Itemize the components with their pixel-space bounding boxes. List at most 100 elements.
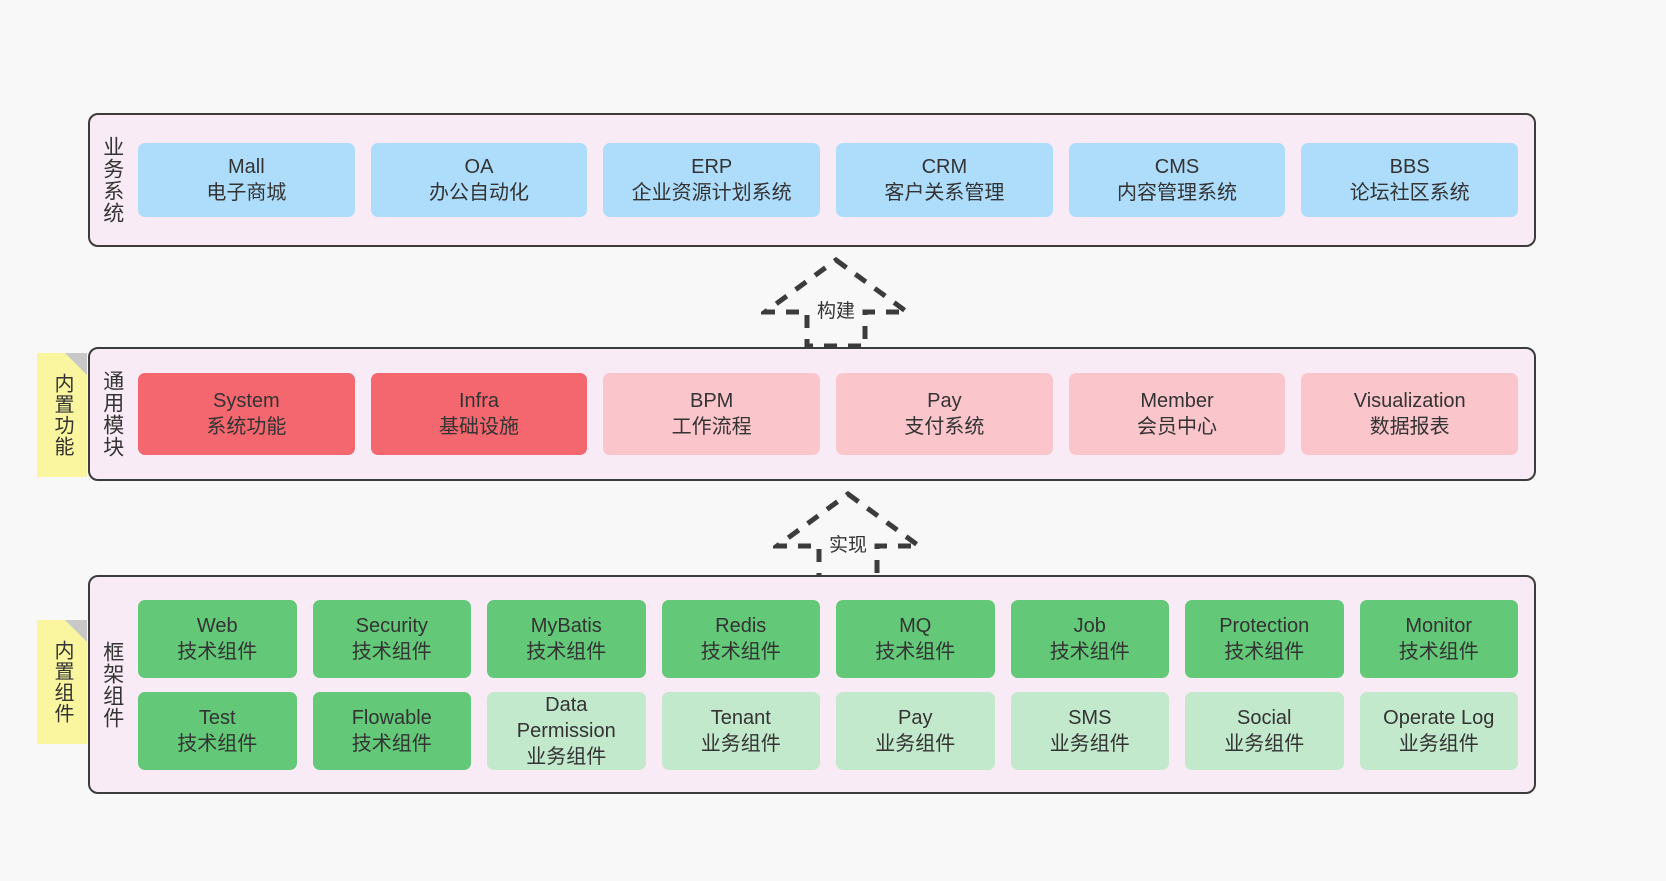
card-subtitle: 技术组件 bbox=[526, 640, 607, 663]
card-title: Pay bbox=[927, 390, 962, 412]
card-subtitle: 工作流程 bbox=[671, 416, 752, 438]
card-title: Flowable bbox=[351, 706, 432, 729]
card-row: Mall 电子商城 OA 办公自动化 ERP 企业资源计划系统 CRM 客户关系… bbox=[138, 143, 1519, 217]
card-subtitle: 技术组件 bbox=[1398, 640, 1479, 663]
card-subtitle: 客户关系管理 bbox=[884, 182, 1005, 204]
card-subtitle: 业务组件 bbox=[875, 732, 956, 755]
card-row: Web 技术组件 Security 技术组件 MyBatis 技术组件 Redi… bbox=[138, 599, 1518, 678]
card-job[interactable]: Job 技术组件 bbox=[1010, 599, 1169, 678]
card-operate-log[interactable]: Operate Log 业务组件 bbox=[1359, 691, 1518, 770]
card-cms[interactable]: CMS 内容管理系统 bbox=[1068, 143, 1286, 217]
arrow-build: 构建 bbox=[761, 256, 911, 348]
card-oa[interactable]: OA 办公自动化 bbox=[370, 143, 588, 217]
card-title: OA bbox=[464, 156, 494, 178]
card-title: Infra bbox=[458, 390, 500, 412]
layer-body-common-modules: System 系统功能 Infra 基础设施 BPM 工作流程 Pay 支付系统… bbox=[134, 349, 1534, 479]
card-bbs[interactable]: BBS 论坛社区系统 bbox=[1301, 143, 1519, 217]
card-title: CMS bbox=[1154, 156, 1200, 178]
card-title: Test bbox=[198, 706, 236, 729]
card-pay-business[interactable]: Pay 业务组件 bbox=[836, 691, 995, 770]
card-subtitle: 企业资源计划系统 bbox=[631, 182, 792, 204]
card-title: BBS bbox=[1389, 156, 1430, 178]
card-subtitle: 论坛社区系统 bbox=[1349, 182, 1470, 204]
card-title: System bbox=[212, 390, 280, 412]
card-title: Monitor bbox=[1405, 614, 1473, 637]
card-crm[interactable]: CRM 客户关系管理 bbox=[836, 143, 1053, 217]
card-title: Protection bbox=[1219, 614, 1310, 637]
card-title: Redis bbox=[715, 614, 767, 637]
layer-common-modules: 通用模块 System 系统功能 Infra 基础设施 BPM 工作流程 Pay… bbox=[88, 347, 1536, 481]
layer-label-business-systems: 业务系统 bbox=[100, 136, 124, 224]
card-mq[interactable]: MQ 技术组件 bbox=[836, 599, 995, 678]
card-mall[interactable]: Mall 电子商城 bbox=[138, 143, 355, 217]
arrow-implement: 实现 bbox=[773, 490, 923, 582]
card-title: ERP bbox=[691, 156, 733, 178]
card-social[interactable]: Social 业务组件 bbox=[1185, 691, 1344, 770]
layer-label-framework-components: 框架组件 bbox=[100, 640, 124, 729]
card-title: Job bbox=[1073, 614, 1106, 637]
note-label: 内置功能 bbox=[51, 373, 73, 457]
card-subtitle: 系统功能 bbox=[206, 416, 287, 438]
card-web[interactable]: Web 技术组件 bbox=[138, 599, 297, 678]
card-title: Mall bbox=[228, 156, 265, 178]
card-title: Pay bbox=[898, 706, 933, 729]
card-subtitle: 办公自动化 bbox=[429, 182, 529, 204]
layer-framework-components: 框架组件 Web 技术组件 Security 技术组件 MyBatis 技术组件… bbox=[88, 575, 1536, 794]
card-title: MyBatis bbox=[530, 614, 602, 637]
card-system[interactable]: System 系统功能 bbox=[138, 373, 355, 455]
card-subtitle: 会员中心 bbox=[1137, 416, 1218, 438]
card-redis[interactable]: Redis 技术组件 bbox=[661, 599, 820, 678]
card-title: MQ bbox=[899, 614, 932, 637]
card-mybatis[interactable]: MyBatis 技术组件 bbox=[487, 599, 646, 678]
card-protection[interactable]: Protection 技术组件 bbox=[1185, 599, 1344, 678]
card-security[interactable]: Security 技术组件 bbox=[312, 599, 471, 678]
note-builtin-functions: 内置功能 bbox=[37, 353, 87, 477]
card-subtitle: 技术组件 bbox=[177, 640, 258, 663]
card-title: Security bbox=[355, 614, 428, 637]
card-title: SMS bbox=[1068, 706, 1112, 729]
card-title: Data Permission bbox=[516, 693, 616, 742]
card-subtitle: 技术组件 bbox=[1049, 640, 1130, 663]
layer-business-systems: 业务系统 Mall 电子商城 OA 办公自动化 ERP 企业资源计划系统 CRM… bbox=[88, 113, 1536, 247]
card-subtitle: 业务组件 bbox=[700, 732, 781, 755]
card-row: Test 技术组件 Flowable 技术组件 Data Permission … bbox=[138, 691, 1518, 770]
card-visualization[interactable]: Visualization 数据报表 bbox=[1301, 373, 1519, 455]
card-subtitle: 支付系统 bbox=[904, 416, 985, 438]
card-title: Member bbox=[1140, 390, 1214, 412]
card-pay[interactable]: Pay 支付系统 bbox=[836, 373, 1053, 455]
card-subtitle: 技术组件 bbox=[1224, 640, 1305, 663]
card-title: Tenant bbox=[710, 706, 771, 729]
card-subtitle: 技术组件 bbox=[875, 640, 956, 663]
card-subtitle: 业务组件 bbox=[1224, 732, 1305, 755]
card-erp[interactable]: ERP 企业资源计划系统 bbox=[603, 143, 821, 217]
layer-label-common-modules: 通用模块 bbox=[100, 370, 124, 458]
card-flowable[interactable]: Flowable 技术组件 bbox=[312, 691, 471, 770]
note-builtin-components: 内置组件 bbox=[37, 620, 87, 744]
card-bpm[interactable]: BPM 工作流程 bbox=[603, 373, 821, 455]
card-subtitle: 业务组件 bbox=[1049, 732, 1130, 755]
card-tenant[interactable]: Tenant 业务组件 bbox=[661, 691, 820, 770]
card-subtitle: 业务组件 bbox=[526, 745, 607, 768]
card-sms[interactable]: SMS 业务组件 bbox=[1010, 691, 1169, 770]
card-title: Social bbox=[1237, 706, 1292, 729]
layer-body-business-systems: Mall 电子商城 OA 办公自动化 ERP 企业资源计划系统 CRM 客户关系… bbox=[134, 115, 1534, 245]
layer-body-framework-components: Web 技术组件 Security 技术组件 MyBatis 技术组件 Redi… bbox=[134, 577, 1534, 792]
card-title: Web bbox=[196, 614, 238, 637]
card-data-permission[interactable]: Data Permission 业务组件 bbox=[487, 691, 646, 770]
card-title: Operate Log bbox=[1383, 706, 1495, 729]
card-member[interactable]: Member 会员中心 bbox=[1068, 373, 1286, 455]
card-subtitle: 基础设施 bbox=[439, 416, 519, 438]
card-infra[interactable]: Infra 基础设施 bbox=[370, 373, 588, 455]
card-subtitle: 技术组件 bbox=[177, 732, 258, 755]
card-subtitle: 技术组件 bbox=[351, 732, 432, 755]
card-title: Visualization bbox=[1353, 390, 1466, 412]
card-subtitle: 数据报表 bbox=[1369, 416, 1450, 438]
card-subtitle: 技术组件 bbox=[351, 640, 432, 663]
card-subtitle: 电子商城 bbox=[206, 182, 287, 204]
card-monitor[interactable]: Monitor 技术组件 bbox=[1359, 599, 1518, 678]
card-title: BPM bbox=[690, 390, 734, 412]
card-test[interactable]: Test 技术组件 bbox=[138, 691, 297, 770]
note-label: 内置组件 bbox=[51, 640, 73, 724]
card-row: System 系统功能 Infra 基础设施 BPM 工作流程 Pay 支付系统… bbox=[138, 373, 1519, 455]
